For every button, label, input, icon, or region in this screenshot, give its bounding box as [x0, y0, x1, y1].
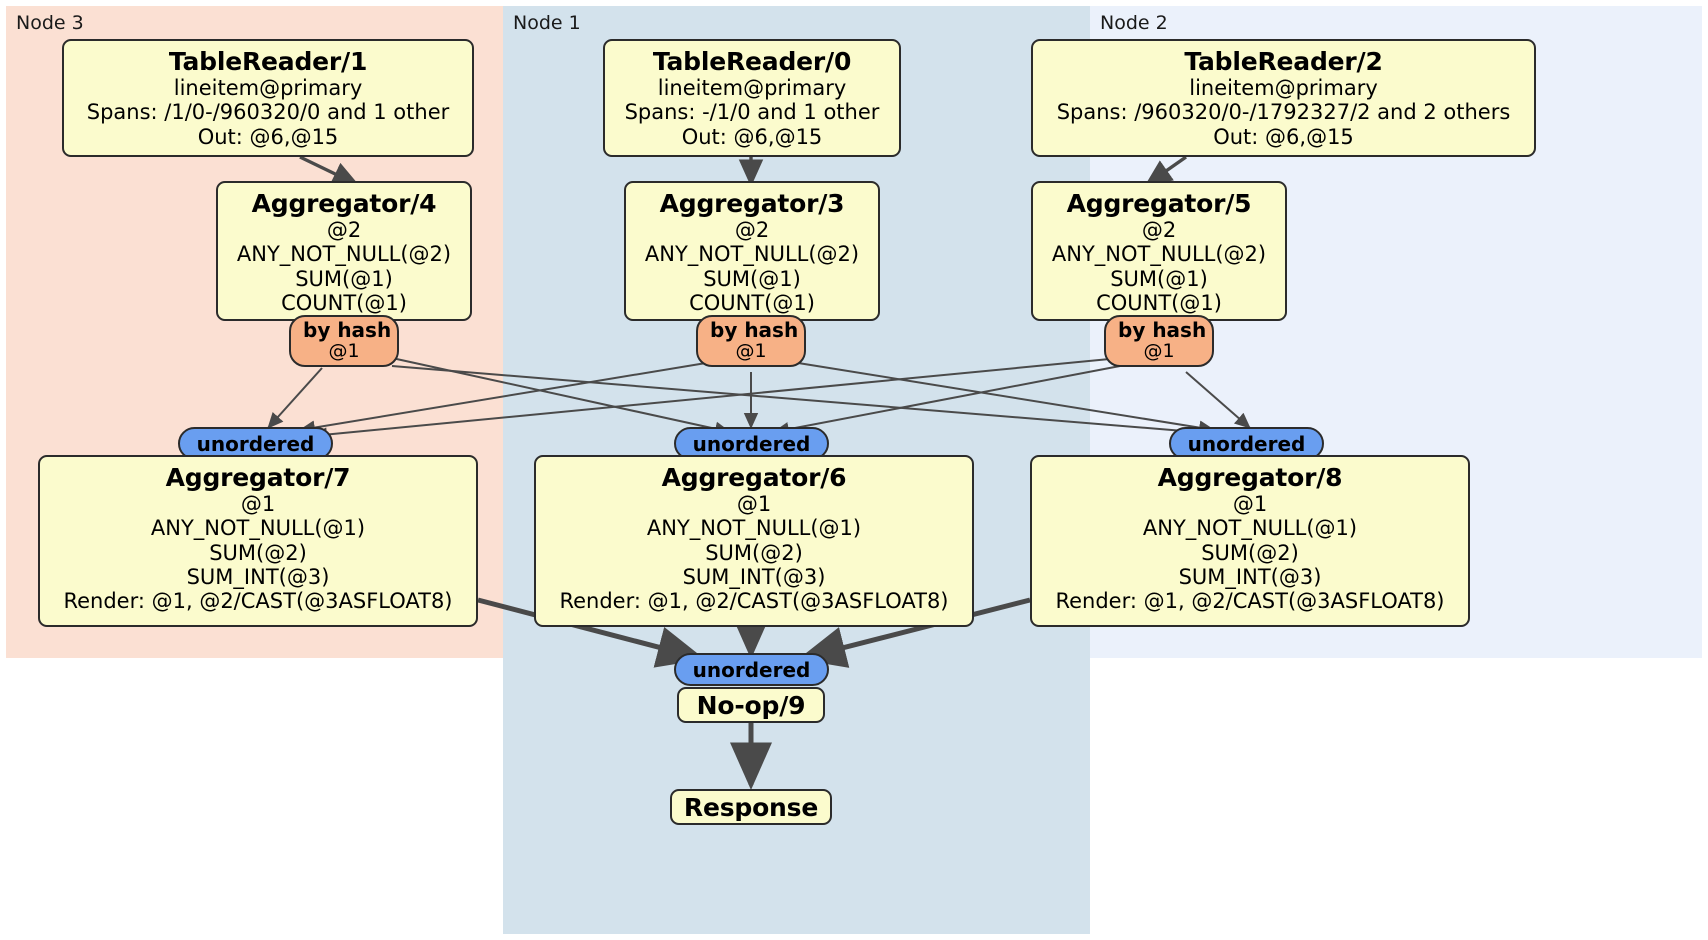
processor-title: Aggregator/6	[661, 463, 847, 492]
processor-table-reader-1[interactable]: TableReader/1 lineitem@primary Spans: /1…	[62, 39, 474, 157]
processor-aggregator-6[interactable]: Aggregator/6 @1 ANY_NOT_NULL(@1) SUM(@2)…	[534, 455, 974, 627]
processor-line: @2	[734, 218, 770, 242]
router-column: @1	[1143, 340, 1175, 363]
hash-router-left[interactable]: by hash @1	[289, 315, 399, 367]
router-title: by hash	[303, 318, 392, 342]
processor-title: Aggregator/8	[1157, 463, 1343, 492]
router-title: by hash	[1118, 318, 1207, 342]
processor-table-reader-0[interactable]: TableReader/0 lineitem@primary Spans: -/…	[603, 39, 901, 157]
node-panel-label: Node 2	[1100, 12, 1168, 34]
processor-title: TableReader/2	[1184, 47, 1383, 76]
node-panel-label: Node 1	[513, 12, 581, 34]
processor-line: SUM(@2)	[1201, 540, 1299, 565]
processor-title: Response	[683, 793, 819, 822]
processor-line: ANY_NOT_NULL(@1)	[646, 516, 862, 541]
processor-line: ANY_NOT_NULL(@1)	[150, 516, 366, 541]
processor-response[interactable]: Response	[670, 789, 832, 825]
router-column: @1	[735, 340, 767, 363]
processor-line: ANY_NOT_NULL(@2)	[1051, 242, 1267, 267]
processor-table-reader-2[interactable]: TableReader/2 lineitem@primary Spans: /9…	[1031, 39, 1536, 157]
processor-line: Spans: /960320/0-/1792327/2 and 2 others	[1056, 100, 1511, 125]
processor-line: COUNT(@1)	[689, 291, 815, 316]
processor-render-line: Render: @1, @2/CAST(@3ASFLOAT8)	[1055, 589, 1445, 614]
router-title: by hash	[710, 318, 799, 342]
processor-noop-9[interactable]: No-op/9	[677, 687, 825, 723]
processor-line: lineitem@primary	[1189, 76, 1378, 100]
hash-router-center[interactable]: by hash @1	[696, 315, 806, 367]
processor-line: SUM(@1)	[703, 266, 801, 291]
processor-line: Spans: -/1/0 and 1 other	[624, 100, 880, 125]
processor-title: Aggregator/7	[165, 463, 351, 492]
processor-line: lineitem@primary	[173, 76, 363, 100]
processor-line: SUM(@2)	[209, 540, 307, 565]
hash-router-right[interactable]: by hash @1	[1104, 315, 1214, 367]
processor-line: SUM_INT(@3)	[186, 565, 330, 590]
synchronizer-unordered-final[interactable]: unordered	[674, 653, 829, 686]
processor-aggregator-7[interactable]: Aggregator/7 @1 ANY_NOT_NULL(@1) SUM(@2)…	[38, 455, 478, 627]
processor-aggregator-4[interactable]: Aggregator/4 @2 ANY_NOT_NULL(@2) SUM(@1)…	[216, 181, 472, 321]
processor-line: ANY_NOT_NULL(@2)	[644, 242, 860, 267]
processor-line: Spans: /1/0-/960320/0 and 1 other	[86, 100, 450, 125]
processor-line: @1	[1232, 492, 1268, 516]
processor-line: SUM_INT(@3)	[682, 565, 826, 590]
processor-title: Aggregator/3	[659, 189, 845, 218]
processor-render-line: Render: @1, @2/CAST(@3ASFLOAT8)	[63, 589, 453, 614]
processor-line: SUM(@2)	[705, 540, 803, 565]
processor-line: @2	[1141, 218, 1177, 242]
processor-line: @1	[736, 492, 772, 516]
synchronizer-unordered-left[interactable]: unordered	[178, 427, 333, 460]
router-column: @1	[328, 340, 360, 363]
processor-render-line: Render: @1, @2/CAST(@3ASFLOAT8)	[559, 589, 949, 614]
processor-line: SUM(@1)	[1110, 266, 1208, 291]
processor-line: SUM_INT(@3)	[1178, 565, 1322, 590]
processor-title: Aggregator/5	[1066, 189, 1252, 218]
processor-line: lineitem@primary	[657, 76, 847, 100]
processor-title: Aggregator/4	[251, 189, 437, 218]
processor-line: Out: @6,@15	[197, 124, 339, 149]
processor-line: Out: @6,@15	[681, 124, 823, 149]
processor-line: COUNT(@1)	[281, 291, 407, 316]
processor-title: No-op/9	[696, 691, 806, 720]
processor-line: @1	[240, 492, 276, 516]
processor-line: Out: @6,@15	[1213, 124, 1354, 149]
node-panel-label: Node 3	[16, 12, 84, 34]
processor-title: TableReader/1	[168, 47, 368, 76]
processor-title: TableReader/0	[652, 47, 852, 76]
processor-line: @2	[326, 218, 362, 242]
processor-aggregator-8[interactable]: Aggregator/8 @1 ANY_NOT_NULL(@1) SUM(@2)…	[1030, 455, 1470, 627]
processor-aggregator-5[interactable]: Aggregator/5 @2 ANY_NOT_NULL(@2) SUM(@1)…	[1031, 181, 1287, 321]
processor-line: ANY_NOT_NULL(@1)	[1142, 516, 1358, 541]
processor-line: ANY_NOT_NULL(@2)	[236, 242, 452, 267]
processor-line: SUM(@1)	[295, 266, 393, 291]
synchronizer-unordered-right[interactable]: unordered	[1169, 427, 1324, 460]
processor-aggregator-3[interactable]: Aggregator/3 @2 ANY_NOT_NULL(@2) SUM(@1)…	[624, 181, 880, 321]
processor-line: COUNT(@1)	[1096, 291, 1222, 316]
